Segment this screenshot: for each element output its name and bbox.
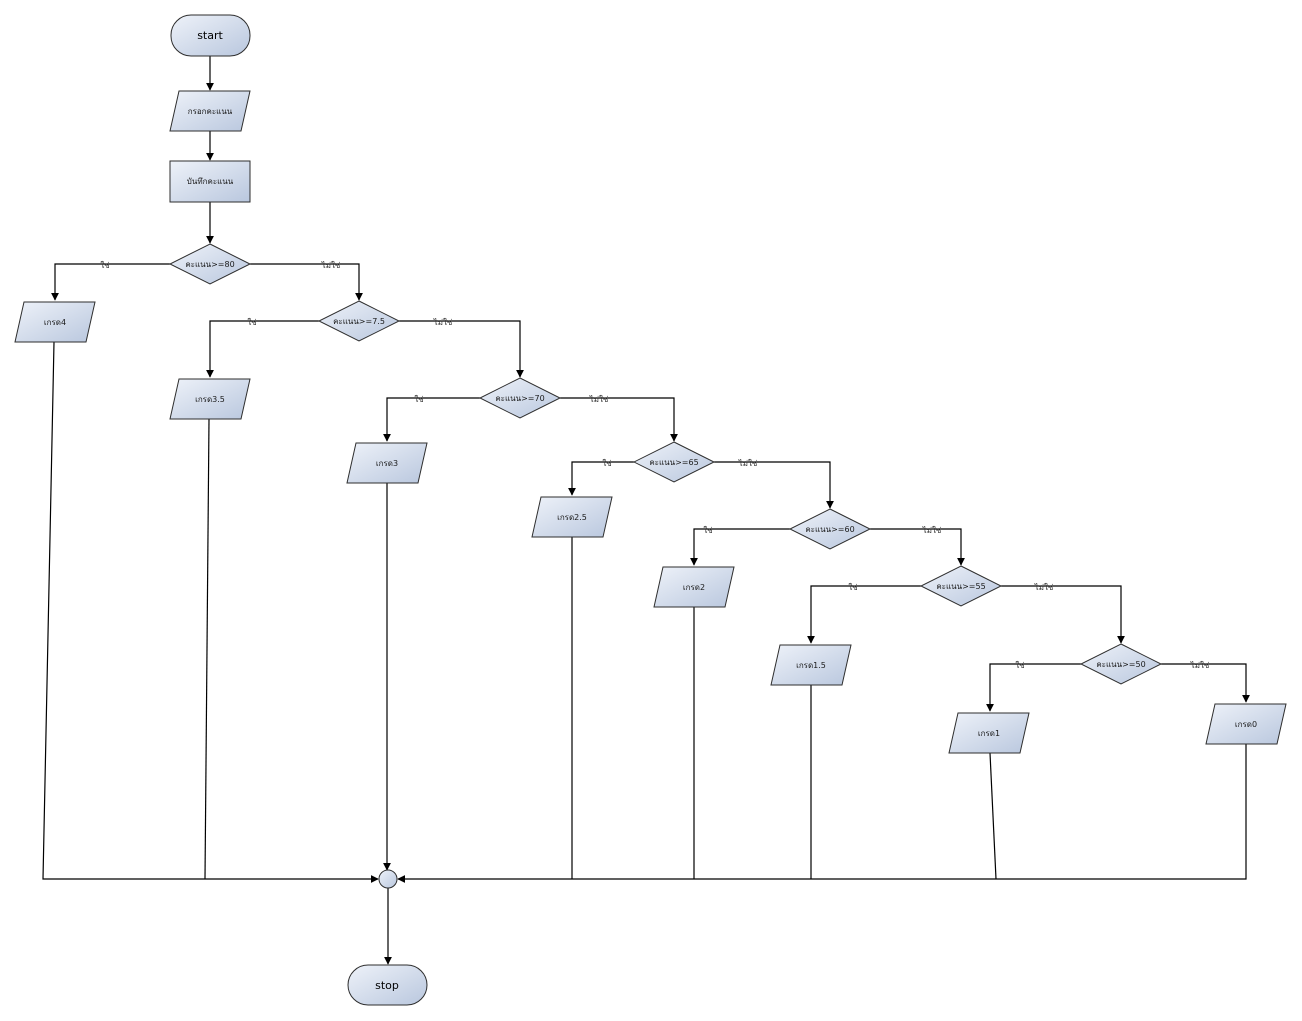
label-yes-60: ใช่ bbox=[703, 526, 713, 535]
label-no-80: ไม่ใช่ bbox=[321, 261, 341, 270]
label-no-65: ไม่ใช่ bbox=[738, 459, 758, 468]
grade-2-5-label: เกรด2.5 bbox=[557, 513, 587, 522]
merge-connector bbox=[378, 869, 398, 889]
input-score-label: กรอกคะแนน bbox=[188, 107, 233, 116]
edge-g1-merge bbox=[989, 752, 997, 880]
decision-75 bbox=[317, 300, 401, 342]
grade-1-5-node bbox=[770, 644, 852, 686]
nodes: start stop กรอกคะแนน บันทึกคะแนน คะแนน>=… bbox=[14, 14, 1287, 1006]
label-no-55: ไม่ใช่ bbox=[1034, 583, 1054, 592]
label-yes-70: ใช่ bbox=[414, 395, 424, 404]
edge-d60-yes bbox=[690, 528, 790, 566]
grade-2-node bbox=[653, 566, 735, 608]
grade-3-node bbox=[346, 442, 428, 484]
decision-55 bbox=[919, 565, 1003, 607]
grade-3-5-label: เกรด3.5 bbox=[195, 395, 225, 404]
stop-node bbox=[347, 964, 428, 1006]
label-yes-65: ใช่ bbox=[602, 459, 612, 468]
record-score-label: บันทึกคะแนน bbox=[187, 177, 234, 186]
edge-d80-yes bbox=[51, 263, 170, 301]
edge-g4-merge bbox=[42, 341, 379, 883]
record-score-node bbox=[169, 160, 251, 203]
stop-label: stop bbox=[375, 979, 399, 992]
decision-50 bbox=[1079, 643, 1163, 685]
grade-0-label: เกรด0 bbox=[1235, 720, 1257, 729]
grade-2-5-node bbox=[531, 496, 613, 538]
grade-2-label: เกรด2 bbox=[683, 583, 705, 592]
decision-50-label: คะแนน>=50 bbox=[1096, 660, 1145, 669]
grade-3-5-node bbox=[169, 378, 251, 420]
label-yes-80: ใช่ bbox=[100, 261, 110, 270]
edge-d65-yes bbox=[568, 461, 634, 496]
grade-3-label: เกรด3 bbox=[376, 459, 398, 468]
label-yes-50: ใช่ bbox=[1015, 661, 1025, 670]
start-node bbox=[170, 14, 251, 57]
decision-60 bbox=[788, 508, 872, 550]
decision-80-label: คะแนน>=80 bbox=[185, 260, 234, 269]
label-no-60: ไม่ใช่ bbox=[922, 526, 942, 535]
edge-d50-no bbox=[1161, 663, 1250, 703]
edge-d70-no bbox=[560, 397, 678, 442]
label-no-50: ไม่ใช่ bbox=[1190, 661, 1210, 670]
grade-1-label: เกรด1 bbox=[978, 729, 1000, 738]
decision-60-label: คะแนน>=60 bbox=[805, 525, 854, 534]
edge-d65-no bbox=[714, 461, 834, 509]
decision-80 bbox=[168, 243, 252, 285]
edge-d75-yes bbox=[206, 320, 319, 378]
edge-right-merge bbox=[397, 744, 1247, 883]
label-yes-75: ใช่ bbox=[247, 318, 257, 327]
decision-65 bbox=[632, 441, 716, 483]
decision-65-label: คะแนน>=65 bbox=[649, 458, 698, 467]
grade-1-5-label: เกรด1.5 bbox=[796, 661, 826, 670]
edge-d80-no bbox=[250, 263, 363, 301]
edges bbox=[42, 56, 1250, 965]
decision-55-label: คะแนน>=55 bbox=[936, 582, 985, 591]
grade-0-node bbox=[1205, 703, 1287, 745]
edge-d55-no bbox=[1001, 585, 1125, 644]
edge-d50-yes bbox=[986, 663, 1081, 712]
edge-d70-yes bbox=[383, 397, 480, 442]
grade-4-label: เกรด4 bbox=[44, 318, 66, 327]
edge-d75-no bbox=[399, 320, 524, 378]
decision-70-label: คะแนน>=70 bbox=[495, 394, 544, 403]
label-no-70: ไม่ใช่ bbox=[589, 395, 609, 404]
edge-labels: ใช่ ไม่ใช่ ใช่ ไม่ใช่ ใช่ ไม่ใช่ ใช่ ไม่… bbox=[100, 261, 1210, 670]
input-score-node bbox=[169, 90, 251, 132]
label-yes-55: ใช่ bbox=[848, 583, 858, 592]
decision-75-label: คะแนน>=7.5 bbox=[333, 317, 385, 326]
decision-70 bbox=[478, 377, 562, 419]
start-label: start bbox=[197, 29, 223, 42]
edge-d60-no bbox=[870, 528, 965, 566]
grade-4-node bbox=[14, 301, 96, 343]
edge-d55-yes bbox=[807, 585, 921, 644]
edge-g35-merge bbox=[204, 418, 210, 880]
grade-1-node bbox=[948, 712, 1030, 754]
label-no-75: ไม่ใช่ bbox=[433, 318, 453, 327]
